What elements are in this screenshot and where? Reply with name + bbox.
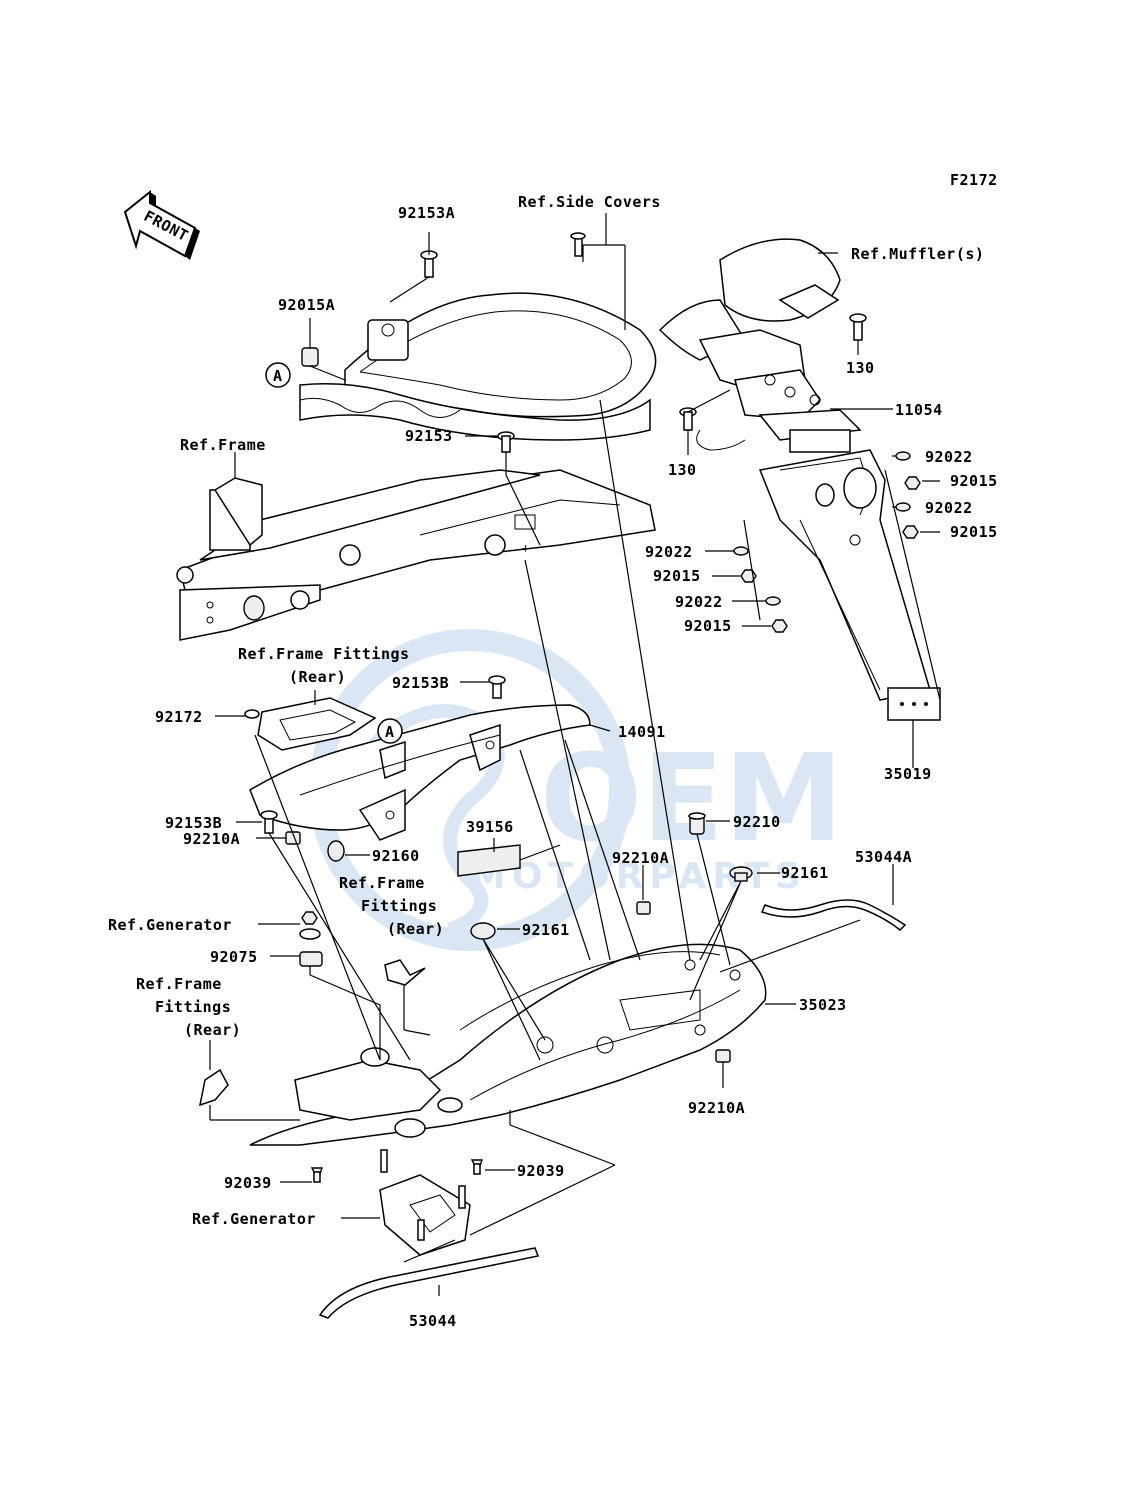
label-92015-a: 92015: [950, 472, 998, 490]
label-ref-frame: Ref.Frame: [180, 436, 266, 454]
label-92153a: 92153A: [398, 204, 455, 222]
label-92022-d: 92022: [675, 593, 723, 611]
label-ref-frame-fittings-3b: Fittings: [155, 998, 231, 1016]
label-ref-frame-fittings-2b: Fittings: [361, 897, 437, 915]
nut-92210a-lower: [715, 1049, 731, 1063]
license-plate-bracket-35019: [758, 429, 941, 721]
label-92210a-b: 92210A: [612, 849, 669, 867]
label-ref-frame-fittings-2c: (Rear): [387, 920, 444, 938]
bolt-130-upper: [849, 313, 867, 341]
rivet-92039-left: [310, 1167, 323, 1183]
label-92015-d: 92015: [684, 617, 732, 635]
label-92210a-a: 92210A: [183, 830, 240, 848]
label-ref-frame-fittings-2a: Ref.Frame: [339, 874, 425, 892]
nut-92210a-middle: [636, 901, 651, 915]
rivet-92039-right: [470, 1159, 483, 1175]
label-92075: 92075: [210, 948, 258, 966]
bolt-92153: [497, 431, 515, 453]
frame-fittings-clip: [384, 959, 426, 986]
label-53044a: 53044A: [855, 848, 912, 866]
inner-fender-14091: [249, 704, 591, 841]
label-92015a: 92015A: [278, 296, 335, 314]
label-ref-mufflers: Ref.Muffler(s): [851, 245, 984, 263]
label-92015-c: 92015: [653, 567, 701, 585]
label-92022-b: 92022: [925, 499, 973, 517]
label-92172: 92172: [155, 708, 203, 726]
damper-92075: [299, 911, 323, 967]
frame-fittings-bracket: [244, 697, 377, 751]
label-ref-side-covers: Ref.Side Covers: [518, 193, 661, 211]
label-92210a-c: 92210A: [688, 1099, 745, 1117]
label-11054: 11054: [895, 401, 943, 419]
label-14091: 14091: [618, 723, 666, 741]
frame: +: [176, 469, 656, 641]
label-35019: 35019: [884, 765, 932, 783]
seat-cowl: [299, 292, 657, 441]
label-92022-c: 92022: [645, 543, 693, 561]
part-labels: Ref.Side Covers Ref.Muffler(s) 92153A 92…: [108, 193, 998, 1330]
plug-92161-right: [729, 866, 753, 882]
callout-a-upper: A: [265, 362, 291, 388]
strip-53044: [318, 1247, 540, 1319]
label-92153: 92153: [405, 427, 453, 445]
watermark-brand: OEM: [540, 730, 843, 869]
label-92210: 92210: [733, 813, 781, 831]
collar-92210: [688, 812, 706, 835]
label-ref-frame-fittings-1a: Ref.Frame Fittings: [238, 645, 410, 663]
label-92015-b: 92015: [950, 523, 998, 541]
diagram-code: F2172: [950, 171, 998, 189]
label-92153b-b: 92153B: [165, 814, 222, 832]
strip-53044a: [760, 899, 907, 932]
label-ref-frame-fittings-3c: (Rear): [184, 1021, 241, 1039]
bolt-130-lower: [679, 407, 697, 431]
bolt-92153b-upper: [488, 675, 506, 699]
collar-92015a: [301, 347, 319, 367]
label-39156: 39156: [466, 818, 514, 836]
label-53044: 53044: [409, 1312, 457, 1330]
pad-39156: [457, 844, 521, 877]
label-ref-generator-a: Ref.Generator: [108, 916, 232, 934]
front-arrow-icon: FRONT: [123, 189, 200, 260]
bolt-92153b-lower: [260, 810, 278, 834]
label-ref-frame-fittings-3a: Ref.Frame: [136, 975, 222, 993]
label-92153b-a: 92153B: [392, 674, 449, 692]
grommet-92160: [327, 840, 345, 862]
watermark: OEM MOTORPARTS: [309, 629, 843, 951]
rear-fender-35023: [249, 943, 767, 1146]
label-92160: 92160: [372, 847, 420, 865]
label-92022-a: 92022: [925, 448, 973, 466]
label-130-upper: 130: [846, 359, 875, 377]
svg-text:A: A: [385, 723, 395, 741]
frame-fittings-clip-lower: [199, 1068, 229, 1107]
bolt-side-cover: [570, 232, 586, 257]
label-ref-generator-b: Ref.Generator: [192, 1210, 316, 1228]
svg-text:A: A: [273, 367, 283, 385]
callout-a-lower: A: [377, 718, 403, 744]
svg-text:+: +: [522, 541, 529, 555]
label-35023: 35023: [799, 996, 847, 1014]
plug-92161-left: [470, 922, 496, 940]
leader-lines: [209, 213, 941, 1296]
generator-bracket: [379, 1149, 471, 1256]
label-92161-b: 92161: [522, 921, 570, 939]
label-ref-frame-fittings-1b: (Rear): [289, 668, 346, 686]
label-92161-a: 92161: [781, 864, 829, 882]
label-92039-b: 92039: [517, 1162, 565, 1180]
label-92039-a: 92039: [224, 1174, 272, 1192]
label-130-lower: 130: [668, 461, 697, 479]
